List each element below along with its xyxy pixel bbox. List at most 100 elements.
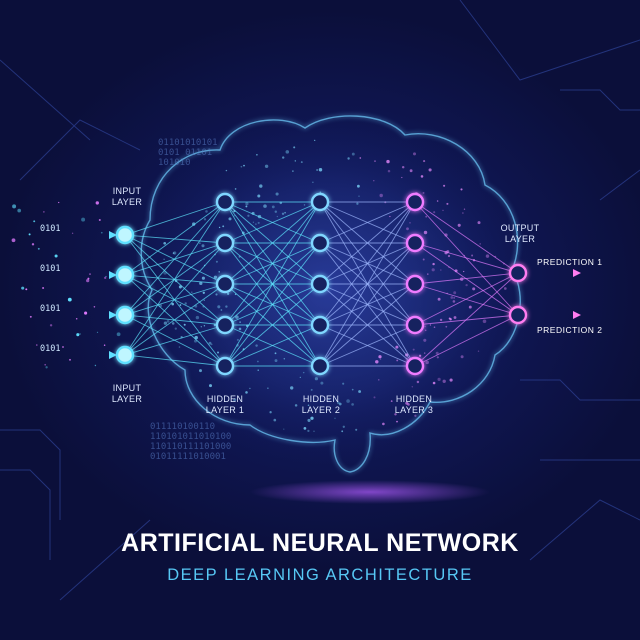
brain-dot — [453, 291, 457, 295]
brain-dot — [218, 271, 220, 273]
brain-dot — [409, 169, 413, 173]
brain-dot — [215, 293, 218, 296]
brain-dot — [334, 417, 336, 420]
brain-dot — [233, 398, 237, 402]
brain-dot — [239, 321, 241, 323]
brain-dot — [447, 254, 451, 258]
sparkle — [49, 324, 53, 327]
connection-line — [124, 242, 226, 356]
sparkle — [116, 332, 121, 337]
brain-dot — [445, 325, 448, 328]
connection-line — [414, 201, 519, 274]
brain-dot — [205, 210, 208, 213]
brain-dot — [184, 302, 187, 305]
brain-dot — [274, 352, 277, 355]
brain-dot — [274, 359, 278, 363]
brain-dot — [432, 381, 436, 385]
brain-dot — [423, 230, 428, 235]
brain-dot — [355, 428, 358, 431]
input-arrow — [20, 271, 117, 279]
brain-dot — [200, 326, 202, 328]
brain-dot — [208, 341, 212, 345]
brain-dot — [433, 326, 436, 328]
brain-dot — [485, 254, 490, 258]
brain-dot — [293, 146, 296, 149]
brain-dot — [378, 379, 380, 381]
brain-dot — [477, 350, 480, 352]
brain-dot — [503, 287, 507, 290]
brain-dot — [431, 268, 435, 272]
brain-dot — [411, 386, 414, 388]
brain-dot — [255, 344, 258, 347]
brain-dot — [443, 184, 446, 187]
floor-glow — [250, 480, 490, 504]
brain-dot — [275, 192, 279, 196]
brain-dot — [203, 325, 206, 327]
brain-dot — [450, 296, 454, 299]
brain-dot — [432, 262, 435, 266]
input-arrow — [20, 231, 117, 239]
binary-text-bottom: 011110100110 110101011010100 11011011110… — [150, 422, 232, 462]
brain-dot — [357, 184, 360, 188]
input-node — [115, 225, 135, 245]
brain-dot — [312, 181, 314, 183]
brain-dot — [452, 300, 456, 303]
brain-dot — [247, 214, 250, 217]
brain-dot — [446, 202, 449, 205]
brain-dot — [209, 384, 212, 388]
input-layer-bottom-label: INPUT LAYER — [111, 383, 143, 404]
brain-dot — [203, 299, 205, 301]
brain-dot — [373, 180, 375, 182]
hidden-2-node — [310, 315, 330, 335]
brain-dot — [479, 243, 481, 245]
sparkle — [54, 254, 58, 258]
brain-dot — [292, 170, 294, 172]
brain-dot — [337, 401, 340, 404]
input-arrow — [20, 351, 117, 359]
brain-dot — [252, 221, 255, 223]
brain-dot — [316, 169, 318, 171]
sparkle — [86, 278, 90, 283]
brain-dot — [310, 388, 313, 391]
output-node — [508, 305, 528, 325]
sparkle — [36, 344, 38, 346]
brain-dot — [465, 283, 468, 287]
brain-dot — [183, 323, 186, 326]
brain-dot — [462, 212, 464, 214]
brain-dot — [294, 404, 298, 407]
brain-dot — [463, 208, 466, 210]
brain-dot — [174, 327, 177, 330]
input-arrow — [20, 311, 117, 319]
brain-dot — [267, 387, 269, 389]
sparkle — [105, 275, 107, 278]
brain-dot — [351, 388, 354, 391]
sparkle — [89, 273, 91, 276]
brain-dot — [424, 325, 426, 328]
brain-dot — [307, 429, 310, 433]
brain-dot — [163, 258, 165, 261]
brain-dot — [396, 420, 398, 423]
brain-dot — [460, 355, 464, 359]
brain-dot — [228, 217, 232, 221]
brain-dot — [256, 153, 258, 156]
brain-dot — [423, 352, 426, 354]
output-arrow — [530, 311, 581, 319]
connection-line — [124, 234, 226, 285]
brain-dot — [179, 304, 182, 306]
hidden-1-node — [215, 192, 235, 212]
brain-dot — [276, 215, 278, 218]
sparkle — [33, 220, 36, 223]
sparkle — [21, 286, 25, 290]
brain-dot — [429, 324, 432, 326]
sparkle — [71, 232, 74, 234]
sparkle — [81, 217, 86, 222]
sparkle — [94, 364, 97, 367]
connection-line — [224, 283, 321, 367]
brain-dot — [412, 152, 417, 156]
brain-dot — [414, 414, 417, 417]
connection-line — [224, 201, 321, 367]
brain-dot — [351, 152, 355, 156]
input-layer-top-label: INPUT LAYER — [111, 186, 143, 207]
brain-dot — [328, 398, 330, 401]
